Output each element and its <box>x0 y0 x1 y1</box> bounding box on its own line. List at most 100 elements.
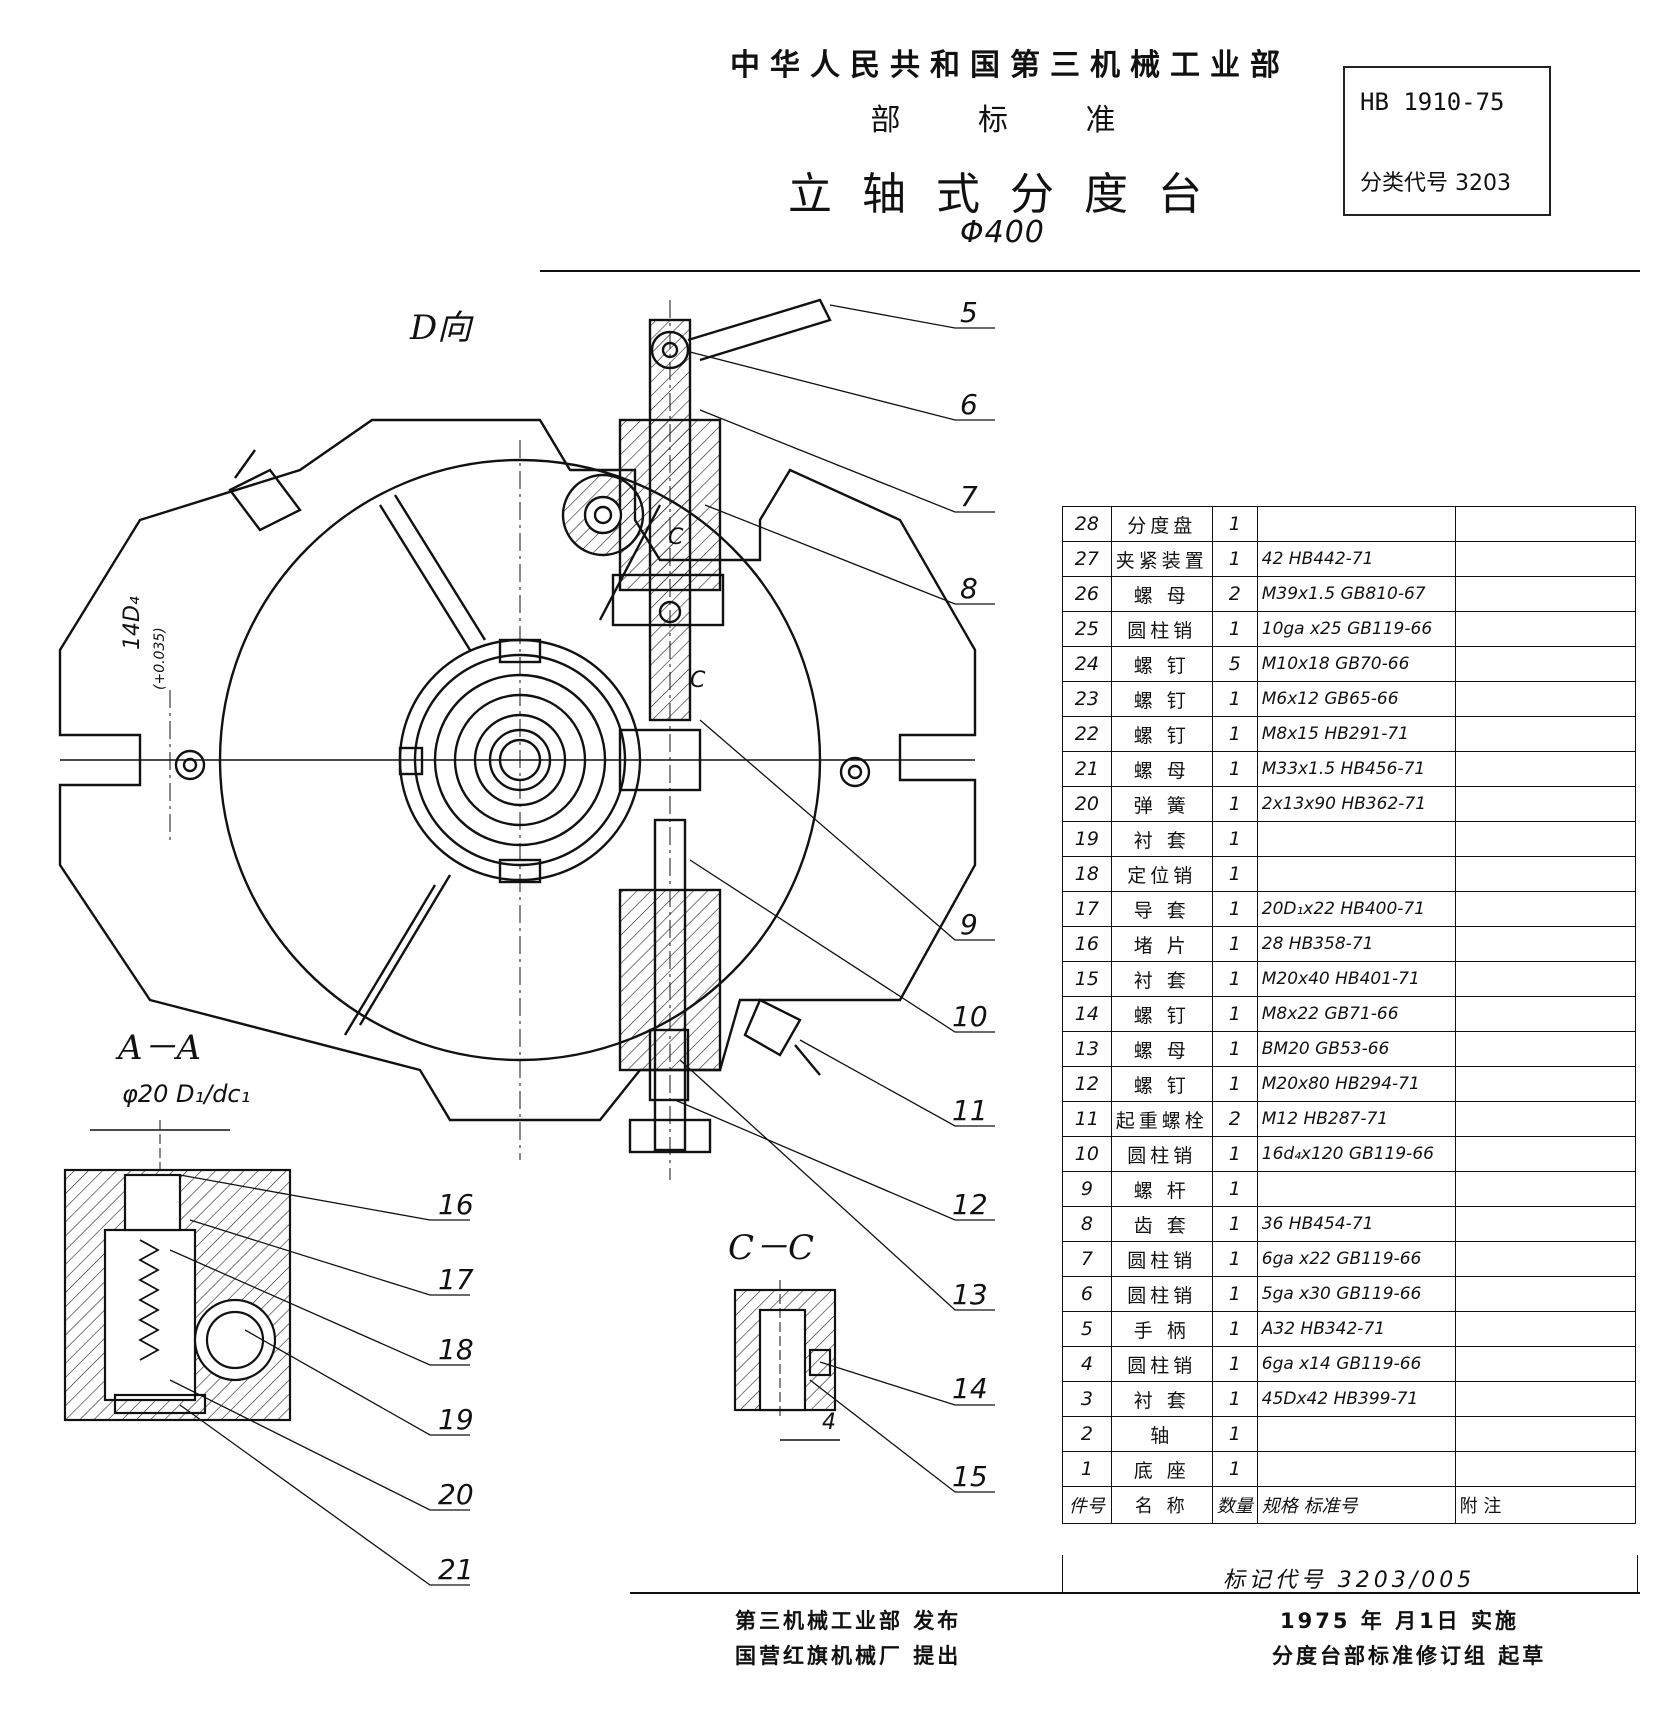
aa-fit-dimension: φ20 D₁/dc₁ <box>122 1080 251 1108</box>
table-cell-name: 弹 簧 <box>1110 786 1213 822</box>
callout-18: 18 <box>438 1333 474 1366</box>
table-cell-qty: 2 <box>1211 576 1258 612</box>
table-cell-no: 6 <box>1062 1276 1112 1312</box>
table-cell-no: 15 <box>1062 961 1112 997</box>
table-cell-spec: 42 HB442-71 <box>1256 541 1456 577</box>
table-cell-qty: 1 <box>1211 1206 1258 1242</box>
engineering-drawing <box>58 298 995 1586</box>
callout-6: 6 <box>960 388 978 421</box>
table-cell-spec: M8x15 HB291-71 <box>1256 716 1456 752</box>
table-header-no: 件号 <box>1062 1486 1112 1524</box>
table-cell-spec: M8x22 GB71-66 <box>1256 996 1456 1032</box>
table-cell-spec: 10ga x25 GB119-66 <box>1256 611 1456 647</box>
table-cell-spec: M20x40 HB401-71 <box>1256 961 1456 997</box>
table-cell-name: 螺 母 <box>1110 576 1213 612</box>
section-aa <box>63 1120 292 1422</box>
table-cell-name: 定位销 <box>1110 856 1213 892</box>
table-cell-qty: 1 <box>1211 891 1258 927</box>
callout-15: 15 <box>952 1460 988 1493</box>
table-cell-qty: 1 <box>1211 786 1258 822</box>
table-cell-no: 9 <box>1062 1171 1112 1207</box>
table-cell-note <box>1454 1066 1637 1102</box>
table-cell-note <box>1454 1276 1637 1312</box>
table-cell-qty: 1 <box>1211 1276 1258 1312</box>
table-cell-note <box>1454 576 1637 612</box>
table-cell-note <box>1454 716 1637 752</box>
table-cell-note <box>1454 1101 1637 1137</box>
table-cell-note <box>1454 1451 1637 1487</box>
callout-16: 16 <box>438 1188 474 1221</box>
table-cell-name: 齿 套 <box>1110 1206 1213 1242</box>
table-cell-note <box>1454 1241 1637 1277</box>
table-cell-qty: 1 <box>1211 926 1258 962</box>
table-cell-no: 27 <box>1062 541 1112 577</box>
mark-code: 标记代号 3203/005 <box>1222 1568 1476 1593</box>
standard-number-box <box>1343 66 1551 216</box>
table-cell-name: 轴 <box>1110 1416 1213 1452</box>
table-cell-spec: 6ga x14 GB119-66 <box>1256 1346 1456 1382</box>
table-cell-spec <box>1256 856 1456 892</box>
drafter: 分度台部标准修订组 起草 <box>1272 1644 1547 1668</box>
table-cell-no: 28 <box>1062 506 1112 542</box>
callout-7: 7 <box>960 480 978 513</box>
table-cell-spec: 5ga x30 GB119-66 <box>1256 1276 1456 1312</box>
table-cell-name: 螺 钉 <box>1110 681 1213 717</box>
table-cell-no: 23 <box>1062 681 1112 717</box>
table-cell-qty: 1 <box>1211 1031 1258 1067</box>
table-cell-no: 26 <box>1062 576 1112 612</box>
table-cell-note <box>1454 646 1637 682</box>
table-cell-qty: 1 <box>1211 996 1258 1032</box>
table-cell-name: 螺 杆 <box>1110 1171 1213 1207</box>
table-cell-spec: M12 HB287-71 <box>1256 1101 1456 1137</box>
table-cell-spec: M39x1.5 GB810-67 <box>1256 576 1456 612</box>
table-cell-no: 1 <box>1062 1451 1112 1487</box>
standard-kind: 部 标 准 <box>870 103 1150 138</box>
table-cell-no: 21 <box>1062 751 1112 787</box>
table-cell-name: 衬 套 <box>1110 961 1213 997</box>
table-cell-no: 4 <box>1062 1346 1112 1382</box>
class-code: 分类代号 3203 <box>1360 171 1511 196</box>
table-cell-note <box>1454 681 1637 717</box>
table-cell-note <box>1454 1171 1637 1207</box>
table-cell-spec <box>1256 1171 1456 1207</box>
drawing-subtitle: Φ400 <box>960 215 1045 250</box>
table-cell-note <box>1454 856 1637 892</box>
table-cell-qty: 1 <box>1211 751 1258 787</box>
table-cell-name: 手 柄 <box>1110 1311 1213 1347</box>
callout-11: 11 <box>952 1094 988 1127</box>
table-cell-note <box>1454 996 1637 1032</box>
table-cell-name: 导 套 <box>1110 891 1213 927</box>
footer-rule <box>630 1592 1640 1594</box>
table-cell-qty: 1 <box>1211 1136 1258 1172</box>
table-cell-no: 20 <box>1062 786 1112 822</box>
header-rule <box>540 270 1640 272</box>
table-cell-qty: 1 <box>1211 1241 1258 1277</box>
table-cell-spec <box>1256 1416 1456 1452</box>
table-cell-note <box>1454 1381 1637 1417</box>
table-cell-no: 11 <box>1062 1101 1112 1137</box>
table-cell-no: 19 <box>1062 821 1112 857</box>
callout-21: 21 <box>438 1553 474 1586</box>
table-cell-no: 14 <box>1062 996 1112 1032</box>
table-cell-spec: M20x80 HB294-71 <box>1256 1066 1456 1102</box>
table-cell-name: 夹紧装置 <box>1110 541 1213 577</box>
table-cell-qty: 1 <box>1211 716 1258 752</box>
table-header-row: 件号名 称数量规格 标准号附 注 <box>1062 1486 1637 1524</box>
table-cell-qty: 1 <box>1211 1416 1258 1452</box>
table-cell-spec: A32 HB342-71 <box>1256 1311 1456 1347</box>
table-cell-name: 衬 套 <box>1110 1381 1213 1417</box>
dim-4-label: 4 <box>822 1410 836 1435</box>
table-cell-qty: 1 <box>1211 681 1258 717</box>
